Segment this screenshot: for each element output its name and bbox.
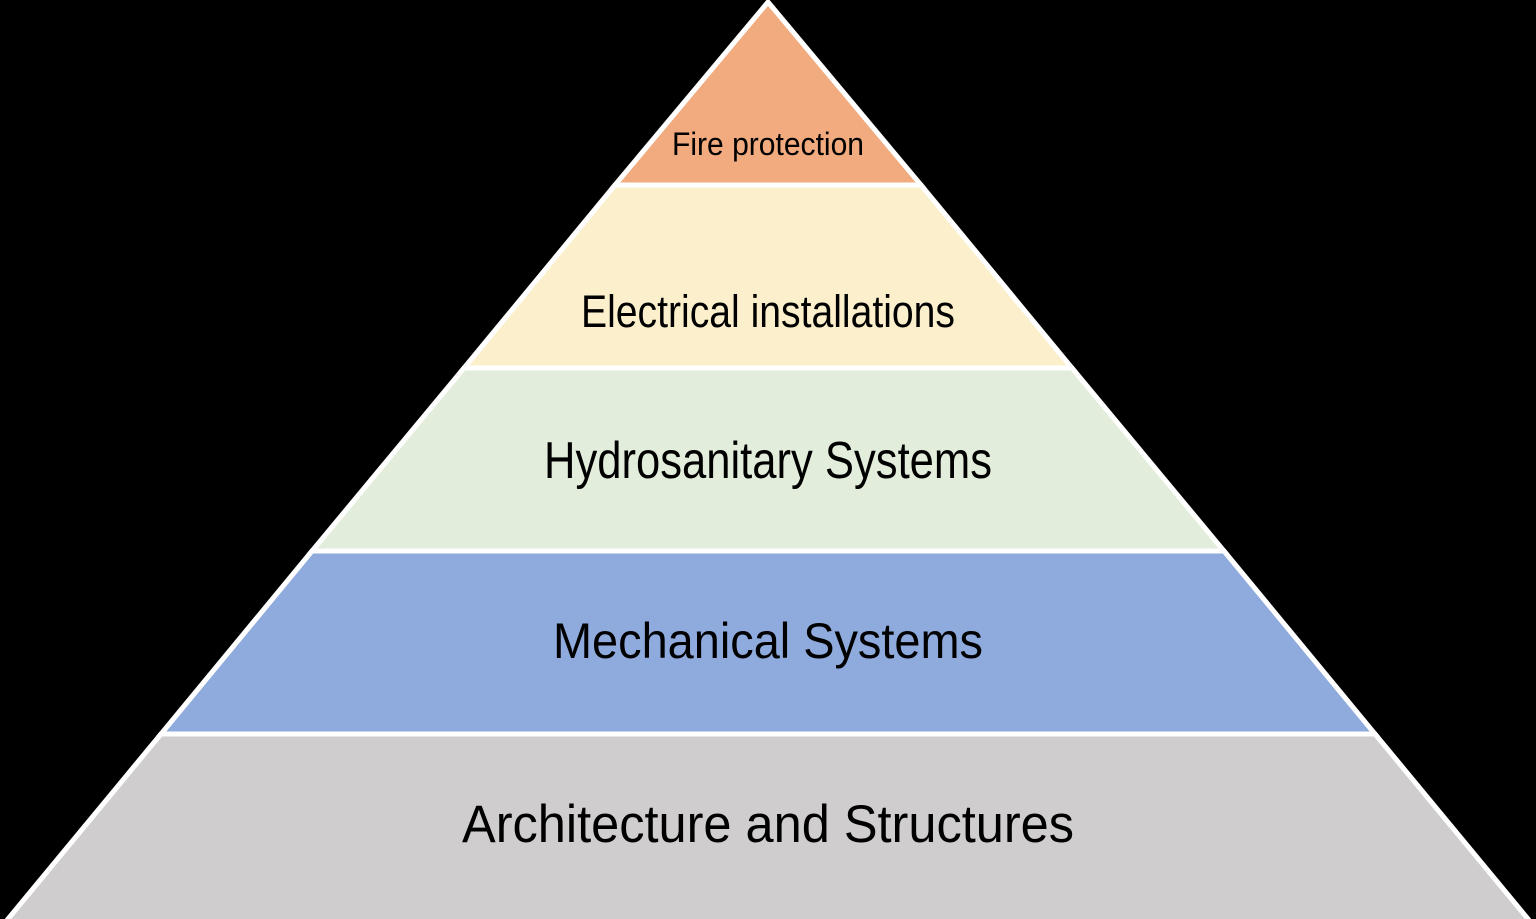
pyramid-level-5-label: Architecture and Structures [462, 795, 1074, 854]
pyramid-level-1-label: Fire protection [672, 126, 864, 162]
pyramid-level-3-label: Hydrosanitary Systems [544, 432, 992, 490]
pyramid-level-5-shape [4, 731, 1532, 919]
pyramid-level-2-shape [458, 182, 1078, 371]
pyramid-level-2-label: Electrical installations [581, 286, 955, 337]
pyramid-level-4-label: Mechanical Systems [553, 613, 983, 669]
